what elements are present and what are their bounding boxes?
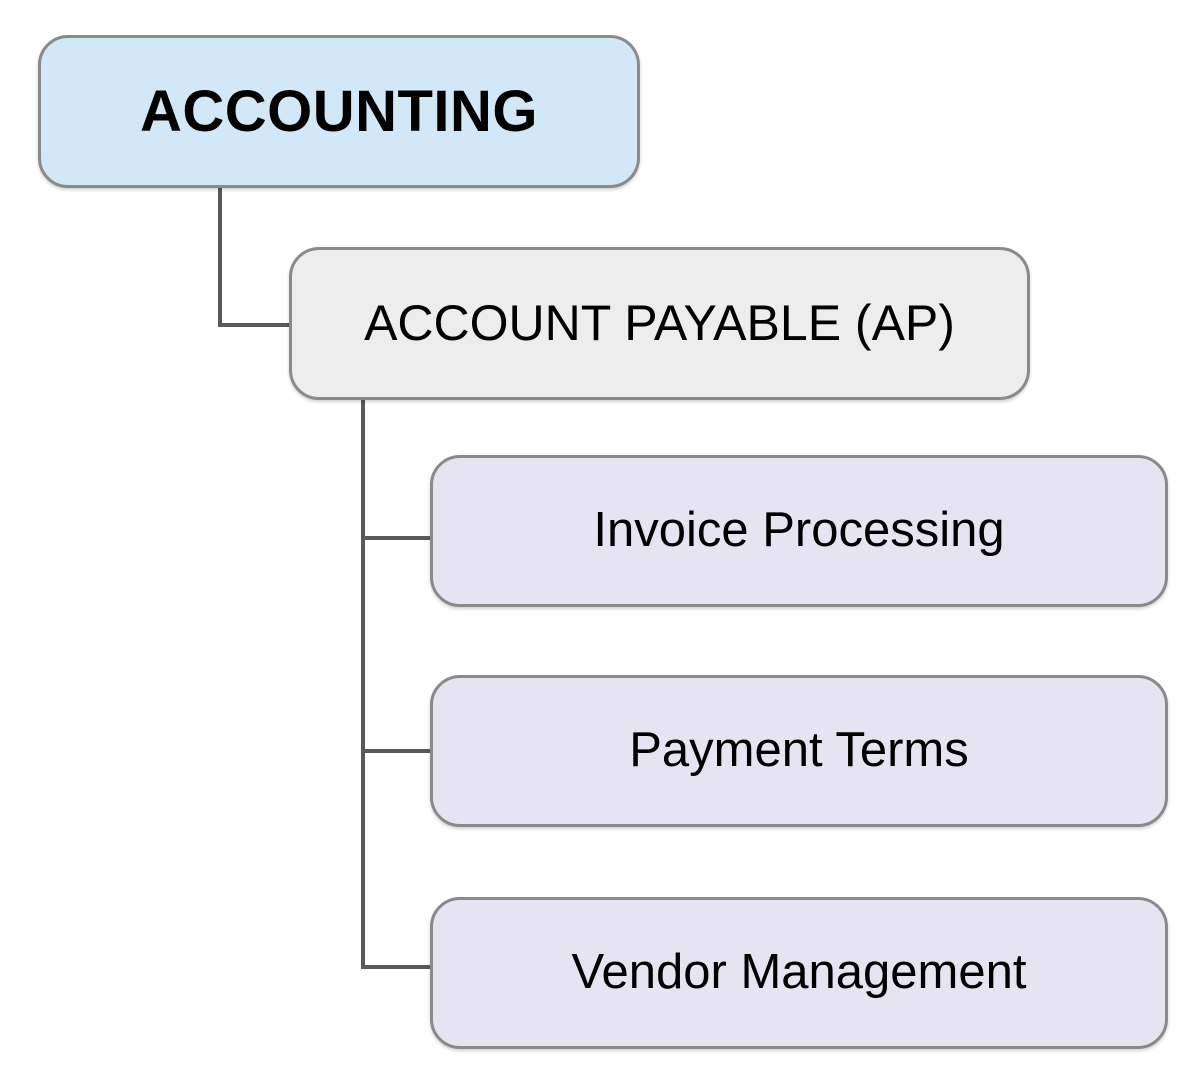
node-vendor-management-label: Vendor Management: [571, 945, 1027, 1000]
node-vendor-management: Vendor Management: [430, 897, 1168, 1049]
node-accounting-label: ACCOUNTING: [139, 78, 539, 144]
node-payment-terms: Payment Terms: [430, 675, 1168, 827]
connector-stub-vendor-management: [361, 965, 430, 969]
node-accounting: ACCOUNTING: [38, 35, 640, 188]
connector-root-vertical: [218, 188, 222, 327]
connector-stub-invoice-processing: [361, 536, 430, 540]
node-invoice-processing: Invoice Processing: [430, 455, 1168, 607]
connector-root-elbow: [218, 323, 289, 327]
connector-trunk-vertical: [361, 400, 365, 969]
node-invoice-processing-label: Invoice Processing: [593, 503, 1005, 558]
node-account-payable-label: ACCOUNT PAYABLE (AP): [364, 295, 955, 351]
node-payment-terms-label: Payment Terms: [629, 723, 969, 778]
node-account-payable: ACCOUNT PAYABLE (AP): [289, 247, 1030, 400]
connector-stub-payment-terms: [361, 749, 430, 753]
